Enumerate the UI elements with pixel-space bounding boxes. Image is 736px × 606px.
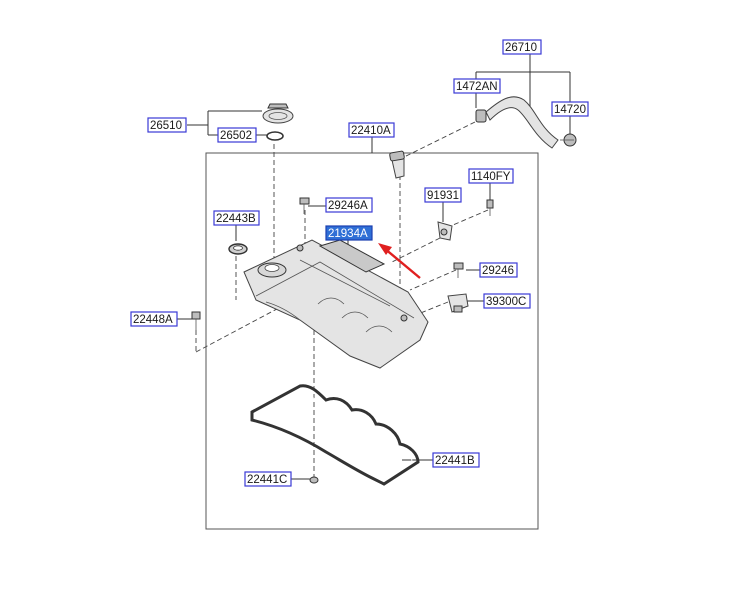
oil-seal <box>228 243 248 255</box>
svg-text:29246: 29246 <box>482 265 514 277</box>
bolt-22441c <box>309 476 319 484</box>
label-26710[interactable]: 26710 <box>502 39 542 55</box>
svg-text:39300C: 39300C <box>486 296 526 308</box>
pcv-fitting <box>389 150 405 179</box>
bolt-1140fy <box>486 199 494 216</box>
bracket-91931 <box>437 221 453 241</box>
svg-text:21934A: 21934A <box>328 228 368 240</box>
svg-text:22410A: 22410A <box>351 125 391 137</box>
oil-filler-cap <box>262 103 294 124</box>
svg-text:22441B: 22441B <box>435 455 475 467</box>
label-29246a[interactable]: 29246A <box>325 197 373 213</box>
svg-text:26502: 26502 <box>220 130 252 142</box>
label-26510[interactable]: 26510 <box>147 117 187 133</box>
baffle-plate <box>318 239 386 273</box>
highlight-arrow <box>378 243 421 279</box>
label-22441b[interactable]: 22441B <box>432 452 480 468</box>
label-39300c[interactable]: 39300C <box>483 293 531 309</box>
label-14720[interactable]: 14720 <box>551 101 589 117</box>
cover-gasket <box>250 384 420 486</box>
label-91931[interactable]: 91931 <box>424 187 462 203</box>
filler-cap-gasket <box>266 131 284 141</box>
breather-hose <box>475 96 577 149</box>
svg-text:14720: 14720 <box>554 104 586 116</box>
svg-text:22443B: 22443B <box>216 213 256 225</box>
svg-text:26510: 26510 <box>150 120 182 132</box>
label-22443b[interactable]: 22443B <box>213 210 260 226</box>
svg-text:22448A: 22448A <box>133 314 173 326</box>
label-22448a[interactable]: 22448A <box>130 311 178 327</box>
label-1140fy[interactable]: 1140FY <box>468 168 514 184</box>
svg-text:1140FY: 1140FY <box>471 171 511 183</box>
label-21934a[interactable]: 21934A <box>325 225 373 241</box>
label-22410a[interactable]: 22410A <box>348 122 395 138</box>
stud-29246 <box>453 262 464 278</box>
cylinder-head-cover <box>243 239 429 369</box>
label-29246[interactable]: 29246 <box>479 262 518 278</box>
svg-text:26710: 26710 <box>505 42 537 54</box>
label-22441c[interactable]: 22441C <box>244 471 292 487</box>
camshaft-sensor <box>447 293 469 313</box>
label-1472an[interactable]: 1472AN <box>453 78 501 94</box>
stud-29246a <box>299 197 310 214</box>
label-26502[interactable]: 26502 <box>217 127 257 143</box>
svg-text:1472AN: 1472AN <box>456 81 498 93</box>
bolt-22448a <box>191 311 201 330</box>
svg-text:22441C: 22441C <box>247 474 287 486</box>
svg-text:29246A: 29246A <box>328 200 368 212</box>
svg-text:91931: 91931 <box>427 190 459 202</box>
